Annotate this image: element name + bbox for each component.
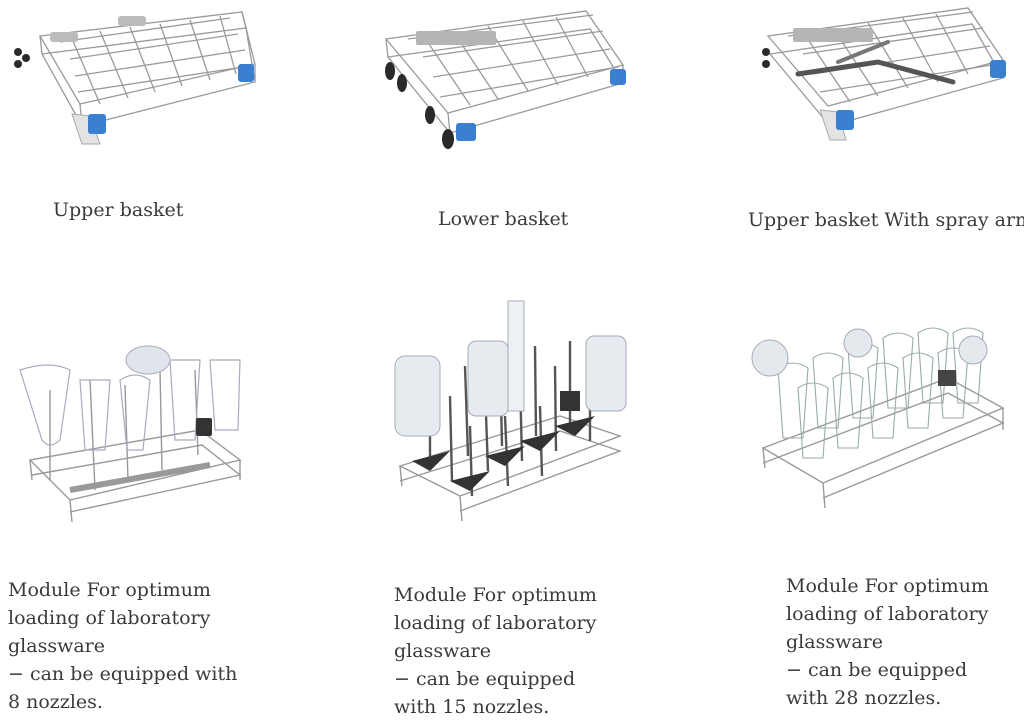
lower-basket-illustration [384, 10, 626, 149]
module-caption-line: − can be equipped with [8, 663, 238, 685]
module-caption-line: Module For optimum [394, 584, 597, 606]
module-caption-line: − can be equipped [786, 659, 968, 681]
module-15-nozzles-illustration [394, 300, 627, 522]
module-caption-line: 8 nozzles. [8, 691, 103, 713]
module-caption-line: Module For optimum [786, 575, 989, 597]
lower-basket-caption: Lower basket [438, 208, 569, 230]
module-28-nozzles-caption: Module For optimum loading of laboratory… [786, 572, 989, 712]
module-caption-line: glassware [786, 631, 883, 653]
module-caption-line: with 15 nozzles. [394, 696, 550, 718]
module-caption-line: Module For optimum [8, 579, 211, 601]
module-caption-line: − can be equipped [394, 668, 576, 690]
module-8-nozzles-illustration [19, 345, 242, 523]
module-caption-line: loading of laboratory [394, 612, 597, 634]
upper-basket-illustration [14, 11, 256, 145]
module-28-nozzles-illustration [751, 327, 1005, 509]
module-caption-line: loading of laboratory [786, 603, 989, 625]
upper-basket-caption: Upper basket [53, 199, 184, 221]
module-caption-line: glassware [394, 640, 491, 662]
module-8-nozzles-caption: Module For optimum loading of laboratory… [8, 576, 237, 716]
module-caption-line: glassware [8, 635, 105, 657]
upper-basket-spray-arm-caption: Upper basket With spray arm [748, 209, 1024, 231]
module-15-nozzles-caption: Module For optimum loading of laboratory… [394, 581, 597, 721]
module-caption-line: with 28 nozzles. [786, 687, 942, 709]
upper-basket-spray-arm-illustration [762, 7, 1006, 141]
module-caption-line: loading of laboratory [8, 607, 211, 629]
